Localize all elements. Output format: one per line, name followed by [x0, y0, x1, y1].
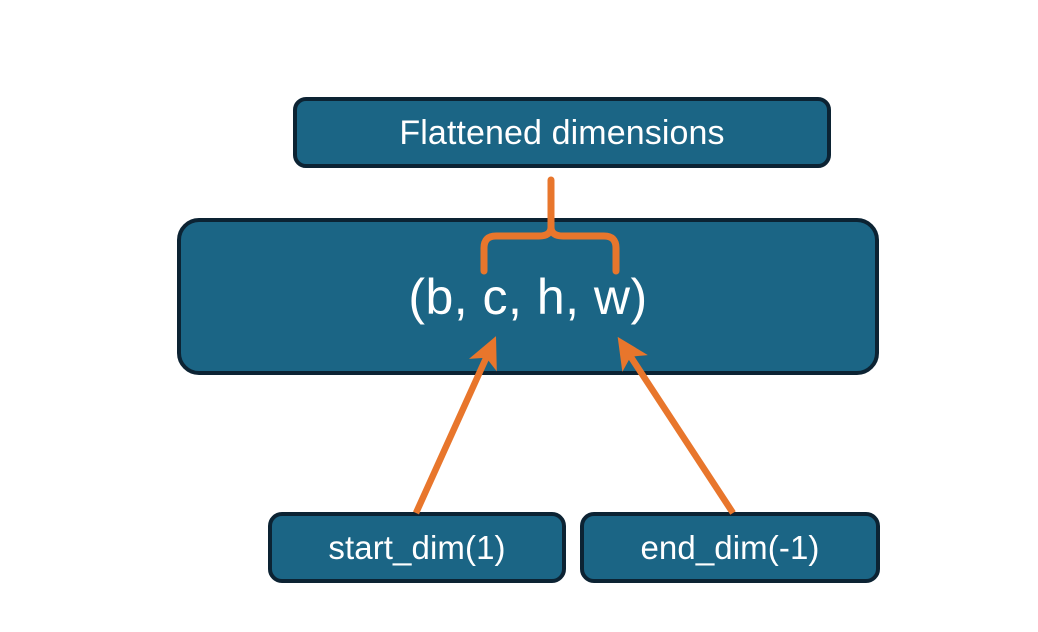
flattened-dimensions-label: Flattened dimensions	[399, 113, 725, 152]
start-dim-box: start_dim(1)	[268, 512, 566, 583]
end-dim-box: end_dim(-1)	[580, 512, 880, 583]
tensor-shape-box: (b, c, h, w)	[177, 218, 879, 375]
end-dim-label: end_dim(-1)	[640, 529, 820, 566]
flattened-dimensions-box: Flattened dimensions	[293, 97, 831, 168]
start-dim-label: start_dim(1)	[328, 529, 506, 566]
tensor-shape-label: (b, c, h, w)	[408, 268, 648, 325]
